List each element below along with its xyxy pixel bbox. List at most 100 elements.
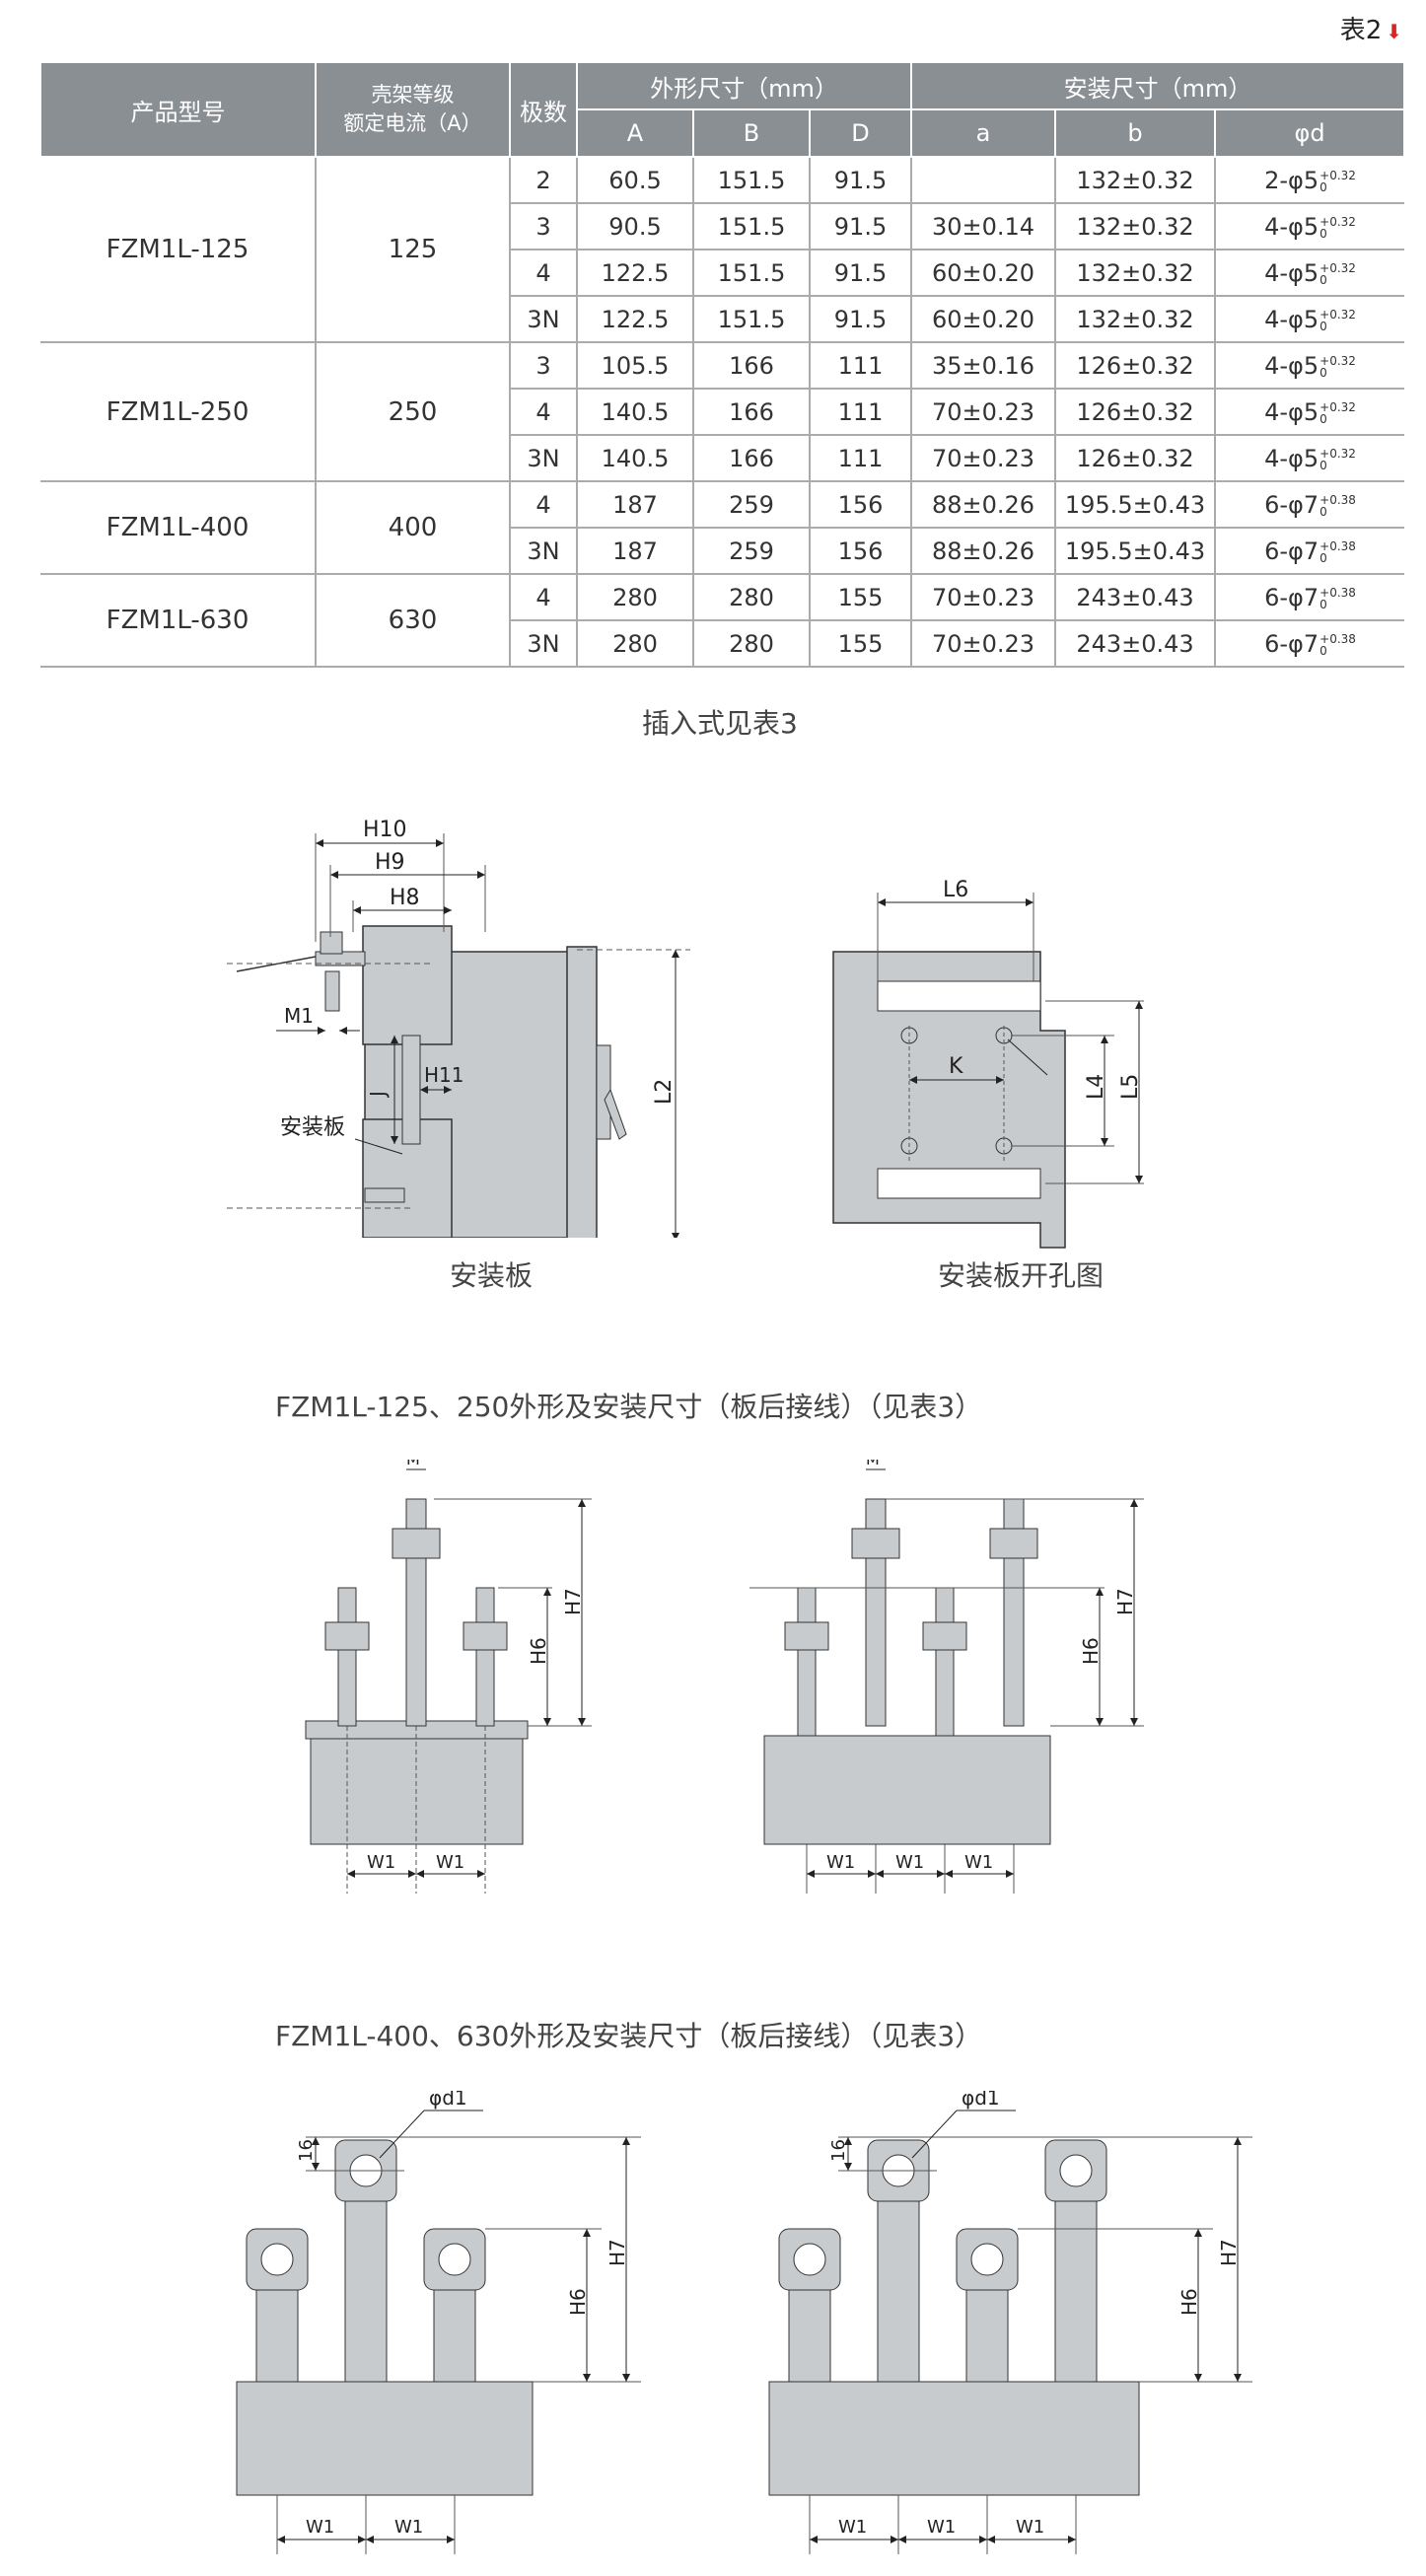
cell-B: 280 bbox=[693, 574, 811, 621]
cell-D: 111 bbox=[810, 435, 913, 482]
cell-D: 155 bbox=[810, 620, 913, 668]
tolerance-upper: +0.38 bbox=[1319, 631, 1356, 646]
side-view-diagram: H10 H9 H8 M1 J H11 安装板 L2 bbox=[227, 818, 690, 1238]
cell-a: 88±0.26 bbox=[911, 481, 1057, 529]
phid-value: 6-φ7 bbox=[1264, 537, 1319, 565]
tolerance-upper: +0.32 bbox=[1319, 168, 1356, 182]
phid-value: 6-φ7 bbox=[1264, 490, 1319, 519]
nut-right bbox=[463, 1621, 508, 1651]
header-model: 产品型号 bbox=[39, 61, 317, 158]
cell-poles: 3 bbox=[510, 203, 578, 250]
cell-model: FZM1L-125 bbox=[40, 157, 317, 343]
terminal-nut bbox=[320, 931, 343, 955]
terminal-2 bbox=[877, 2169, 920, 2383]
cell-a: 88±0.26 bbox=[911, 528, 1057, 575]
cell-A: 105.5 bbox=[577, 342, 694, 390]
phid-value: 4-φ5 bbox=[1264, 258, 1319, 287]
tolerance-lower: 0 bbox=[1319, 458, 1327, 472]
label-w1-c: W1 bbox=[964, 1852, 993, 1873]
tolerance-upper: +0.32 bbox=[1319, 399, 1356, 414]
cell-current: 125 bbox=[316, 157, 511, 343]
cell-A: 122.5 bbox=[577, 296, 694, 343]
cell-D: 91.5 bbox=[810, 250, 913, 297]
nut-center bbox=[392, 1528, 441, 1559]
cell-b: 126±0.32 bbox=[1055, 435, 1217, 482]
cell-b: 243±0.43 bbox=[1055, 574, 1217, 621]
cell-a: 70±0.23 bbox=[911, 620, 1057, 668]
label-w1-a: W1 bbox=[306, 2517, 334, 2538]
hole-pattern-diagram: L6 K L4 L5 bbox=[832, 878, 1144, 1249]
cell-D: 91.5 bbox=[810, 203, 913, 250]
label-plate: 安装板 bbox=[280, 1115, 345, 1140]
cell-D: 91.5 bbox=[810, 296, 913, 343]
label-w1-c: W1 bbox=[1016, 2517, 1044, 2538]
label-l4: L4 bbox=[1084, 1074, 1108, 1100]
cell-b: 126±0.32 bbox=[1055, 342, 1217, 390]
label-16: 16 bbox=[296, 2139, 317, 2162]
cell-B: 280 bbox=[693, 620, 811, 668]
cell-b: 132±0.32 bbox=[1055, 157, 1217, 204]
terminal-bar-bottom bbox=[364, 1187, 405, 1203]
label-h7: H7 bbox=[561, 1588, 585, 1615]
header-a: a bbox=[910, 108, 1057, 158]
label-m: M bbox=[406, 1460, 420, 1468]
label-l2: L2 bbox=[652, 1079, 677, 1105]
header-B: B bbox=[692, 108, 811, 158]
nut-2 bbox=[851, 1528, 900, 1559]
tolerance-upper: +0.38 bbox=[1319, 585, 1356, 600]
cell-model: FZM1L-400 bbox=[40, 481, 317, 575]
cell-current: 630 bbox=[316, 574, 511, 668]
label-h6: H6 bbox=[1177, 2288, 1201, 2316]
label-w1-a: W1 bbox=[838, 2517, 867, 2538]
tolerance-lower: 0 bbox=[1319, 365, 1327, 380]
tolerance-lower: 0 bbox=[1319, 411, 1327, 426]
header-install: 安装尺寸（mm） bbox=[910, 61, 1406, 110]
rear-connection-diagram-3p-250: H7 H6 M W1 W1 bbox=[305, 1460, 592, 1894]
label-l6: L6 bbox=[943, 878, 968, 902]
header-poles: 极数 bbox=[509, 61, 578, 158]
bolt-hole-4 bbox=[1059, 2154, 1093, 2187]
header-frame-current: 壳架等级 额定电流（A） bbox=[315, 61, 511, 158]
tolerance-upper: +0.32 bbox=[1319, 353, 1356, 368]
cell-a: 70±0.23 bbox=[911, 435, 1057, 482]
cell-b: 126±0.32 bbox=[1055, 389, 1217, 436]
hole-leader bbox=[1007, 1038, 1048, 1076]
nut-3 bbox=[922, 1621, 967, 1651]
tolerance-upper: +0.32 bbox=[1319, 446, 1356, 461]
terminal-center bbox=[344, 2169, 388, 2383]
header-outline: 外形尺寸（mm） bbox=[575, 61, 913, 110]
mounting-plate bbox=[401, 1035, 421, 1145]
cell-B: 166 bbox=[693, 389, 811, 436]
spec-table: 产品型号 壳架等级 额定电流（A） 极数 外形尺寸（mm） 安装尺寸（mm） A… bbox=[39, 61, 1406, 668]
label-h11: H11 bbox=[424, 1063, 464, 1087]
label-m1: M1 bbox=[284, 1004, 314, 1028]
label-h9: H9 bbox=[375, 850, 405, 875]
breaker-front bbox=[566, 946, 598, 1238]
rear-connection-diagram-4p-250: H7 H6 M W1 W1 W1 bbox=[749, 1460, 1144, 1894]
header-frame-current-line2: 额定电流（A） bbox=[343, 111, 482, 135]
cell-a: 30±0.14 bbox=[911, 203, 1057, 250]
tolerance-lower: 0 bbox=[1319, 504, 1327, 519]
tolerance-lower: 0 bbox=[1319, 550, 1327, 565]
label-phid1: φd1 bbox=[429, 2091, 467, 2110]
label-h7: H7 bbox=[606, 2239, 629, 2266]
cell-b: 195.5±0.43 bbox=[1055, 528, 1217, 575]
base-block bbox=[763, 1735, 1051, 1845]
cell-a: 60±0.20 bbox=[911, 250, 1057, 297]
label-l5: L5 bbox=[1118, 1074, 1143, 1100]
label-h10: H10 bbox=[363, 818, 407, 842]
label-h6: H6 bbox=[527, 1637, 550, 1665]
table-label: 表2⬇ bbox=[1340, 10, 1402, 46]
cell-poles: 4 bbox=[510, 481, 578, 529]
